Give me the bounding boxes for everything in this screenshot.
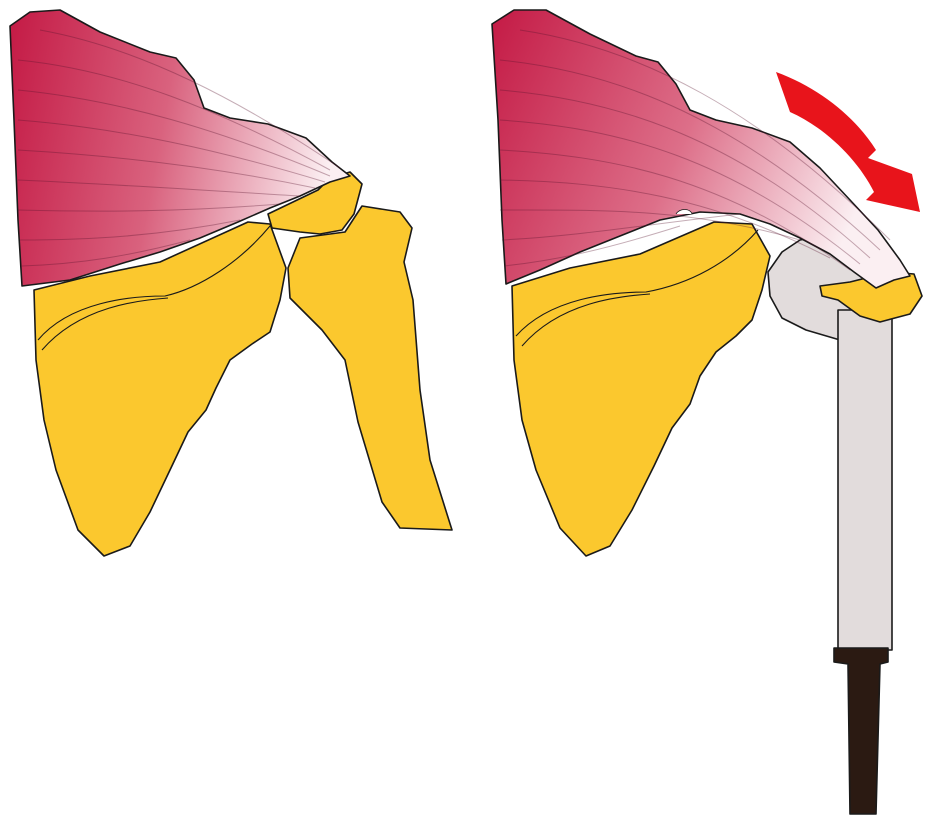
scapula-bone-right [512,222,770,556]
right-panel [492,10,922,814]
humerus-bone-left [288,206,452,530]
prosthesis-shaft [838,310,892,650]
prosthesis-stem [834,648,888,814]
left-panel [10,10,452,556]
